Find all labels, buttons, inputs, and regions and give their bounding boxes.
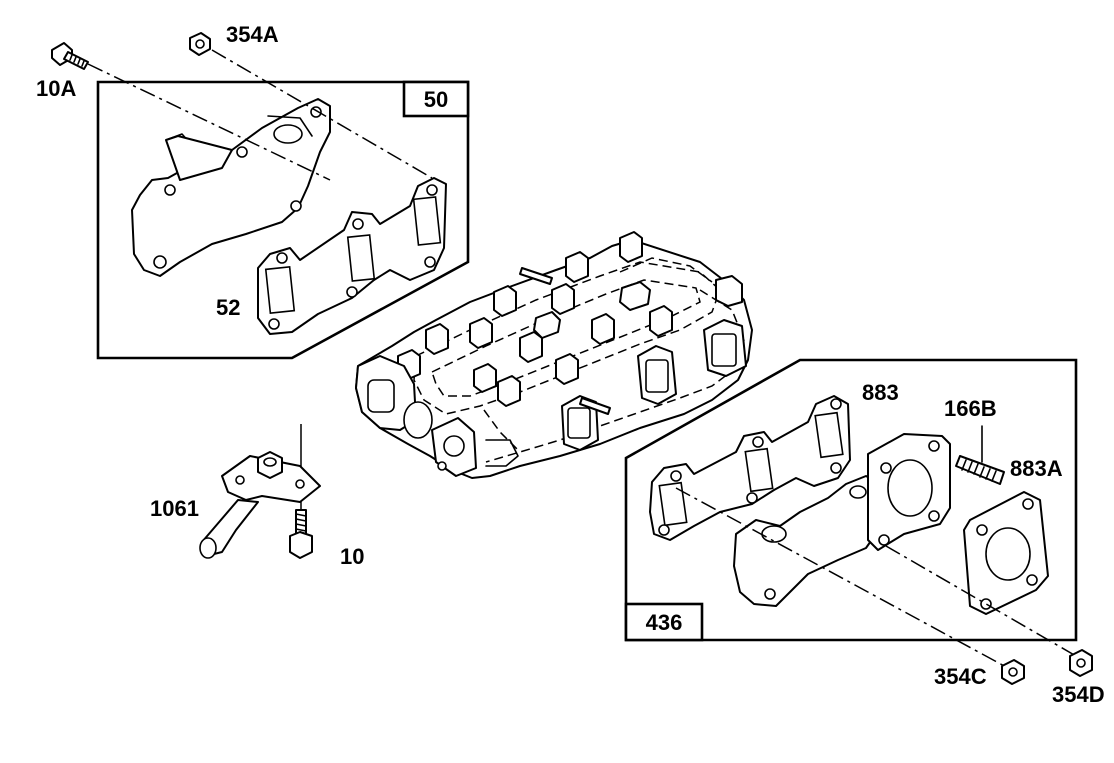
nut-354d xyxy=(1069,649,1093,677)
label-166b: 166B xyxy=(944,396,997,421)
axis-line-10a xyxy=(87,63,331,181)
rear-fitting xyxy=(715,275,743,307)
label-52: 52 xyxy=(216,295,240,320)
label-1061: 1061 xyxy=(150,496,199,521)
stud-166b xyxy=(955,425,1005,485)
axis-line-354d xyxy=(885,545,1077,657)
stud-left xyxy=(519,267,553,285)
label-436: 436 xyxy=(646,610,683,635)
flange-gasket-883a xyxy=(963,491,1049,615)
head-end-face xyxy=(355,355,519,477)
exhaust-manifold-kit-group: 436 xyxy=(624,358,1078,669)
exhaust-gasket-883 xyxy=(649,395,851,541)
intake-gasket-52 xyxy=(257,177,447,335)
nut-354a xyxy=(189,32,211,56)
label-10a: 10A xyxy=(36,76,76,101)
label-354c: 354C xyxy=(934,664,987,689)
label-354a: 354A xyxy=(226,22,279,47)
intake-manifold xyxy=(131,98,331,277)
kit-50-tag-box xyxy=(402,80,470,118)
axis-line-354c xyxy=(675,487,1009,669)
label-354d: 354D xyxy=(1052,682,1105,707)
stud-right xyxy=(579,397,611,415)
screw-10a xyxy=(51,42,89,70)
water-outlet-1061 xyxy=(199,451,321,559)
label-883a: 883A xyxy=(1010,456,1063,481)
water-outlet-assembly: 1061 10 xyxy=(150,424,364,569)
exhaust-ports xyxy=(561,319,747,451)
bolt-10 xyxy=(289,509,313,559)
cylinder-head xyxy=(355,231,753,479)
exhaust-manifold xyxy=(733,433,951,607)
head-gasket-dashed-outline xyxy=(413,261,721,415)
intake-manifold-kit-group: 50 xyxy=(36,22,470,360)
label-50: 50 xyxy=(424,87,448,112)
axis-line-354a xyxy=(211,49,433,179)
nut-354c xyxy=(1001,659,1025,685)
label-10: 10 xyxy=(340,544,364,569)
label-883: 883 xyxy=(862,380,899,405)
kit-436-tag-box xyxy=(624,602,704,642)
